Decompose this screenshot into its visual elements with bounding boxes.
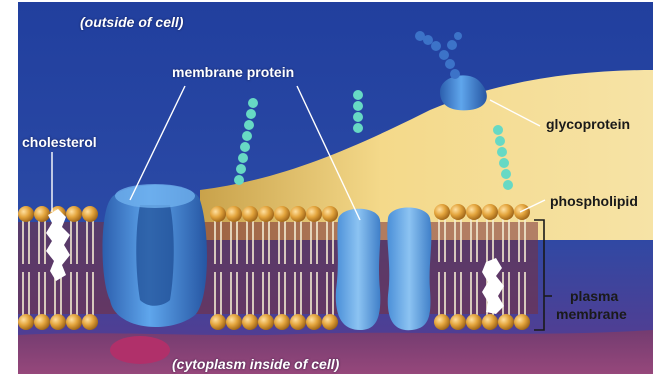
lipid-head — [66, 206, 82, 222]
lipid-head — [210, 206, 226, 222]
lipid-head — [18, 314, 34, 330]
lipid-head — [50, 314, 66, 330]
lipid-head — [498, 204, 514, 220]
cholesterol-label: cholesterol — [22, 134, 97, 150]
lipid-head — [450, 204, 466, 220]
plasma-membrane-label-line2: membrane — [556, 306, 627, 322]
lipid-head — [322, 314, 338, 330]
cytoplasm-blob — [110, 336, 170, 364]
lipid-head — [258, 314, 274, 330]
lipid-head — [466, 204, 482, 220]
lipid-head — [482, 204, 498, 220]
outside-of-cell-label: (outside of cell) — [80, 14, 183, 30]
lipid-head — [322, 206, 338, 222]
lipid-head — [34, 206, 50, 222]
lipid-head — [514, 204, 530, 220]
lipid-head — [274, 314, 290, 330]
lipid-head — [434, 314, 450, 330]
lipid-head — [34, 314, 50, 330]
membrane-protein-label: membrane protein — [172, 64, 294, 80]
lipid-head — [242, 314, 258, 330]
lipid-head — [242, 206, 258, 222]
lipid-tails — [18, 218, 538, 316]
lipid-head — [466, 314, 482, 330]
lipid-head — [450, 314, 466, 330]
lipid-head — [258, 206, 274, 222]
lipid-head — [226, 314, 242, 330]
lipid-head — [482, 314, 498, 330]
lipid-head — [66, 314, 82, 330]
phospholipid-label: phospholipid — [550, 193, 638, 209]
cytoplasm-inside-label: (cytoplasm inside of cell) — [172, 356, 339, 372]
lipid-head — [290, 314, 306, 330]
lipid-head — [82, 314, 98, 330]
glycoprotein-label: glycoprotein — [546, 116, 630, 132]
lipid-head — [498, 314, 514, 330]
lipid-head — [210, 314, 226, 330]
lipid-head — [306, 314, 322, 330]
lipid-head — [290, 206, 306, 222]
lipid-head — [514, 314, 530, 330]
lipid-head — [226, 206, 242, 222]
lipid-head — [82, 206, 98, 222]
bilayer-core — [18, 222, 538, 314]
lipid-head — [434, 204, 450, 220]
membrane-protein-channel — [103, 184, 207, 327]
lipid-head — [306, 206, 322, 222]
plasma-membrane-label-line1: plasma — [570, 288, 618, 304]
lipid-head — [18, 206, 34, 222]
lipid-head — [274, 206, 290, 222]
